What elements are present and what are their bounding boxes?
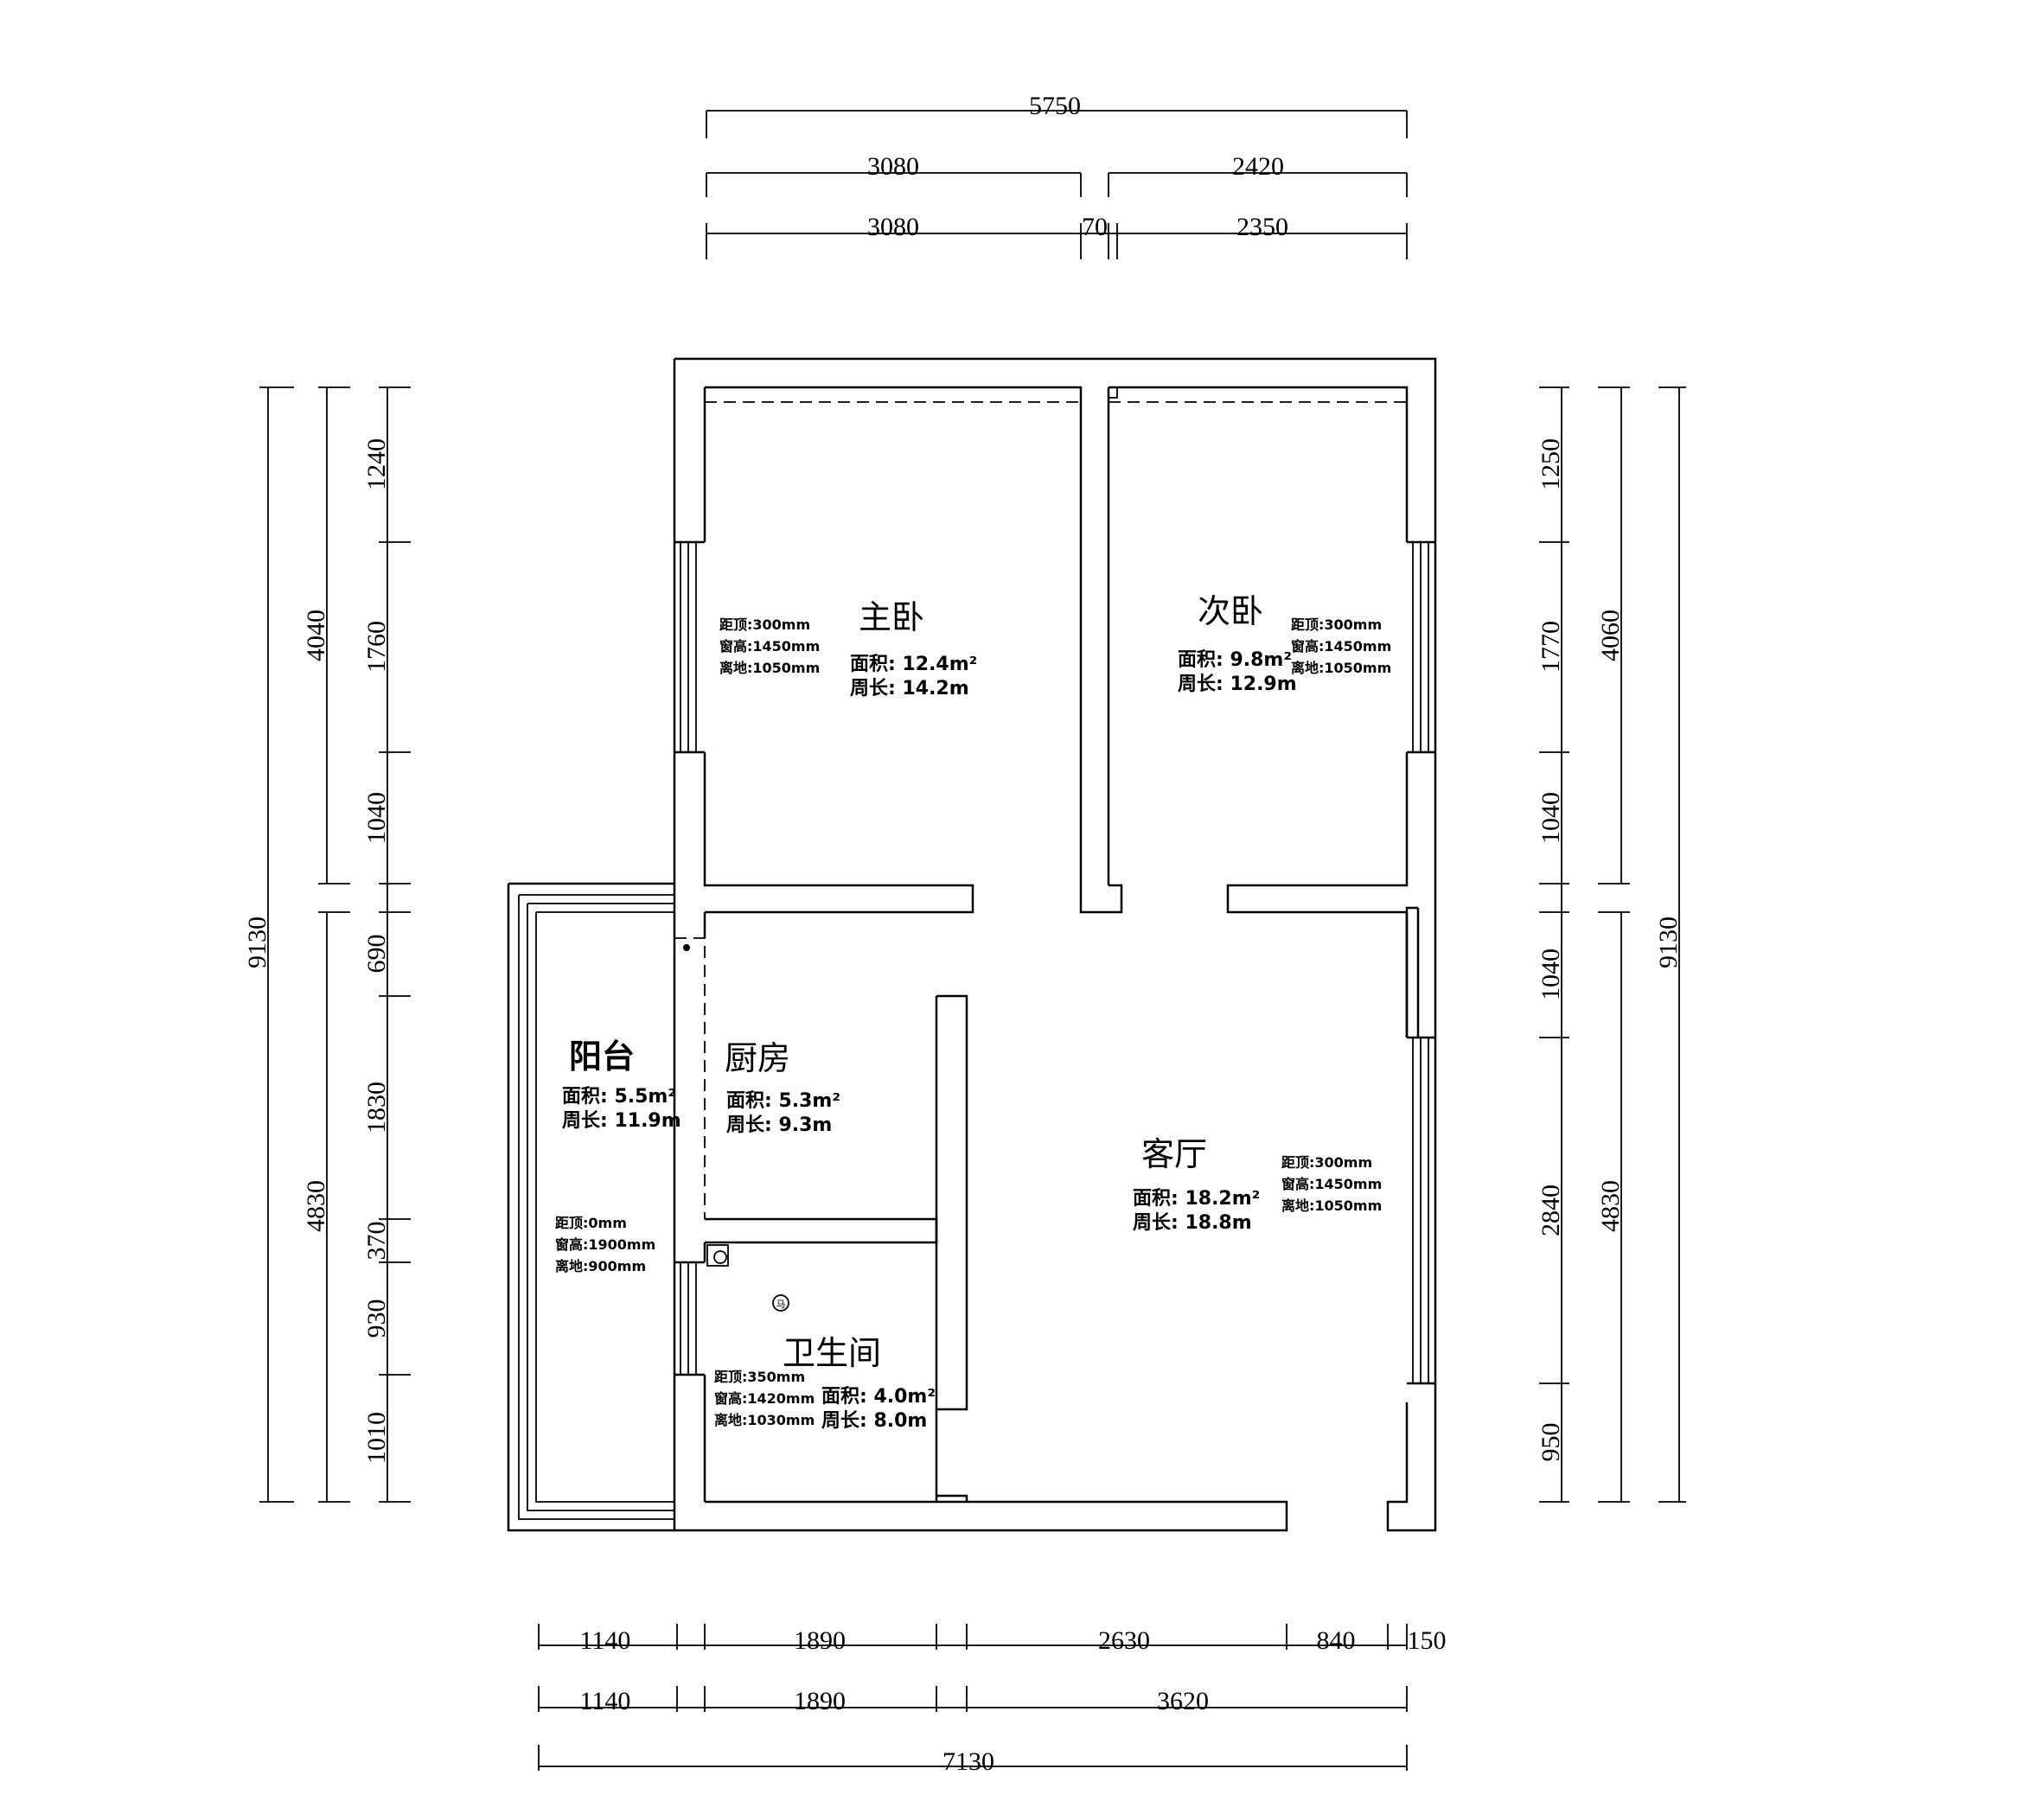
room-perimeter: 周长: 9.3m bbox=[726, 1114, 832, 1136]
room-name: 次卧 bbox=[1198, 592, 1263, 630]
room-perimeter: 周长: 8.0m bbox=[821, 1410, 927, 1432]
dim-right-detail-6: 950 bbox=[1537, 1423, 1565, 1462]
dim-left-mid-1: 4040 bbox=[302, 610, 330, 661]
room-area: 面积: 12.4m² bbox=[850, 654, 977, 675]
dim-left-mid-2: 4830 bbox=[302, 1180, 330, 1232]
window-info-line: 窗高:1450mm bbox=[719, 638, 820, 655]
dim-left-detail-1: 1240 bbox=[362, 438, 391, 490]
dim-top-row3-1: 3080 bbox=[867, 213, 919, 241]
room-name: 厨房 bbox=[725, 1039, 790, 1077]
window-info-line: 距顶:0mm bbox=[555, 1215, 627, 1231]
room-area: 面积: 5.5m² bbox=[562, 1086, 676, 1108]
dim-top-row3-3: 2350 bbox=[1236, 213, 1288, 241]
room-balcony: 阳台 面积: 5.5m² 周长: 11.9m 距顶:0mm 窗高:1900mm … bbox=[555, 1038, 681, 1274]
room-living-room: 客厅 面积: 18.2m² 周长: 18.8m 距顶:300mm 窗高:1450… bbox=[1133, 1135, 1382, 1234]
window-info-line: 窗高:1450mm bbox=[1291, 638, 1391, 655]
dim-bottom-row1-3: 2630 bbox=[1098, 1626, 1150, 1655]
window-info-line: 窗高:1450mm bbox=[1281, 1176, 1382, 1192]
dim-top-row2-1: 3080 bbox=[867, 152, 919, 181]
dim-bottom-row2-3: 3620 bbox=[1157, 1687, 1209, 1715]
room-area: 面积: 9.8m² bbox=[1178, 649, 1292, 671]
dim-left-detail-8: 1010 bbox=[362, 1412, 391, 1464]
window-info-line: 窗高:1420mm bbox=[714, 1390, 815, 1407]
dim-top-row3-2: 70 bbox=[1082, 213, 1108, 241]
dim-right-detail-3: 1040 bbox=[1537, 792, 1565, 844]
dimension-labels: 5750 3080 2420 3080 70 2350 1140 1890 26… bbox=[243, 92, 1683, 1776]
window-info-line: 离地:1050mm bbox=[1291, 660, 1391, 676]
room-area: 面积: 18.2m² bbox=[1133, 1188, 1260, 1210]
dim-left-overall: 9130 bbox=[243, 916, 272, 968]
dim-left-detail-5: 1830 bbox=[362, 1082, 391, 1134]
dim-bottom-overall: 7130 bbox=[942, 1747, 994, 1776]
room-second-bedroom: 次卧 面积: 9.8m² 周长: 12.9m 距顶:300mm 窗高:1450m… bbox=[1178, 592, 1391, 695]
window-info-line: 距顶:300mm bbox=[719, 616, 810, 633]
dim-bottom-row2-2: 1890 bbox=[794, 1687, 846, 1715]
room-name: 客厅 bbox=[1141, 1135, 1207, 1173]
room-perimeter: 周长: 12.9m bbox=[1178, 674, 1297, 695]
window-info-line: 窗高:1900mm bbox=[555, 1236, 655, 1253]
room-master-bedroom: 主卧 面积: 12.4m² 周长: 14.2m 距顶:300mm 窗高:1450… bbox=[719, 598, 977, 699]
dim-top-overall: 5750 bbox=[1029, 92, 1081, 120]
dim-bottom-row1-1: 1140 bbox=[580, 1626, 631, 1655]
dim-bottom-row1-5: 150 bbox=[1408, 1626, 1447, 1655]
dim-left-detail-3: 1040 bbox=[362, 792, 391, 844]
room-name: 主卧 bbox=[859, 598, 924, 636]
window-info-line: 离地:1030mm bbox=[714, 1412, 815, 1428]
dim-right-detail-2: 1770 bbox=[1537, 621, 1565, 673]
window-info-line: 离地:1050mm bbox=[719, 660, 820, 676]
dim-right-detail-5: 2840 bbox=[1537, 1185, 1565, 1236]
dim-right-detail-1: 1250 bbox=[1537, 438, 1565, 490]
walls bbox=[507, 357, 1437, 1532]
dim-right-overall: 9130 bbox=[1654, 916, 1683, 968]
room-kitchen: 厨房 面积: 5.3m² 周长: 9.3m bbox=[725, 1039, 840, 1136]
dim-right-mid-2: 4830 bbox=[1596, 1180, 1625, 1232]
dim-left-detail-4: 690 bbox=[362, 935, 391, 974]
room-name: 卫生间 bbox=[783, 1334, 881, 1372]
dim-bottom-row2-1: 1140 bbox=[580, 1687, 631, 1715]
room-perimeter: 周长: 11.9m bbox=[562, 1110, 681, 1132]
room-perimeter: 周长: 18.8m bbox=[1133, 1212, 1252, 1234]
room-area: 面积: 5.3m² bbox=[726, 1090, 840, 1112]
dim-bottom-row1-4: 840 bbox=[1317, 1626, 1356, 1655]
window-info-line: 距顶:300mm bbox=[1291, 616, 1382, 633]
window-info-line: 距顶:350mm bbox=[714, 1369, 805, 1385]
dim-right-mid-1: 4060 bbox=[1596, 610, 1625, 661]
dim-left-detail-7: 930 bbox=[362, 1300, 391, 1338]
dim-left-detail-6: 370 bbox=[362, 1222, 391, 1261]
dim-left-detail-2: 1760 bbox=[362, 621, 391, 673]
window-info-line: 离地:900mm bbox=[555, 1258, 646, 1274]
dim-top-row2-2: 2420 bbox=[1232, 152, 1284, 181]
dim-right-detail-4: 1040 bbox=[1537, 948, 1565, 1000]
toilet-fixture-label: 马 bbox=[776, 1299, 786, 1310]
room-bathroom: 卫生间 面积: 4.0m² 周长: 8.0m 距顶:350mm 窗高:1420m… bbox=[714, 1299, 936, 1432]
dim-bottom-row1-2: 1890 bbox=[794, 1626, 846, 1655]
room-perimeter: 周长: 14.2m bbox=[850, 678, 969, 699]
window-info-line: 距顶:300mm bbox=[1281, 1154, 1372, 1171]
room-area: 面积: 4.0m² bbox=[821, 1386, 936, 1408]
room-name: 阳台 bbox=[569, 1038, 635, 1076]
window-info-line: 离地:1050mm bbox=[1281, 1197, 1382, 1214]
dimension-lines bbox=[259, 110, 1686, 1771]
